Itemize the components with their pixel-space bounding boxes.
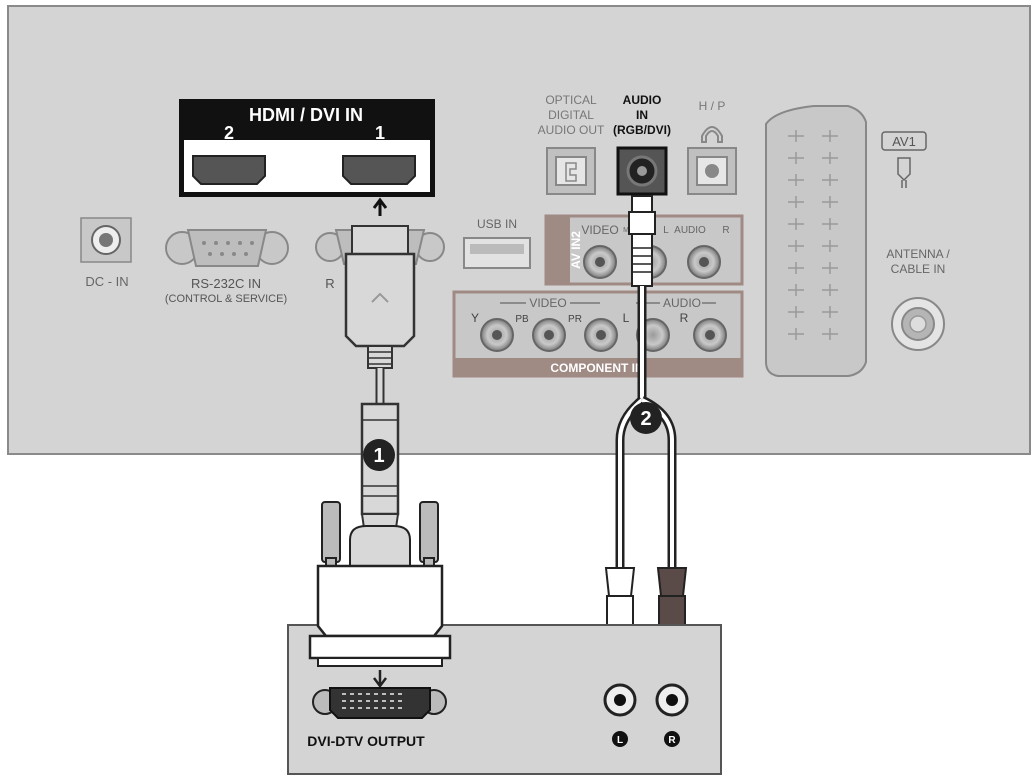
av1-label: AV1	[892, 134, 916, 149]
scart-pin	[822, 130, 838, 142]
audio-out-left-label: L	[617, 735, 623, 746]
audio-in-label-line2: IN	[636, 108, 648, 122]
comp-pb-label: PB	[515, 314, 529, 325]
optical-out-port[interactable]	[546, 147, 596, 195]
comp-pr-label: PR	[568, 314, 582, 325]
dvi-dtv-output-label: DVI-DTV OUTPUT	[307, 733, 425, 749]
dc-in-label: DC - IN	[85, 274, 128, 289]
hp-label: H / P	[699, 99, 726, 113]
hdmi-dvi-in-title: HDMI / DVI IN	[249, 105, 363, 125]
comp-y-label: Y	[471, 311, 479, 325]
scart-pin	[822, 196, 838, 208]
tv-rear-panel	[7, 5, 1031, 455]
dvi-output-port[interactable]	[312, 687, 447, 719]
scart-pin	[822, 240, 838, 252]
headphone-port[interactable]	[687, 147, 737, 195]
audio-out-left-badge: L	[612, 731, 628, 747]
scart-pin	[822, 218, 838, 230]
scart-pin	[788, 284, 804, 296]
comp-audio-label: AUDIO	[663, 296, 701, 310]
scart-pin	[822, 306, 838, 318]
comp-r-label: R	[680, 311, 689, 325]
av2-video-label: VIDEO	[581, 223, 618, 237]
callout-step-2: 2	[630, 402, 662, 434]
audio-in-label-line1: AUDIO	[623, 93, 662, 107]
audio-labels: OPTICAL DIGITAL AUDIO OUT AUDIO IN (RGB/…	[538, 93, 726, 137]
scart-pin	[822, 174, 838, 186]
antenna-label-line2: CABLE IN	[891, 262, 946, 276]
arrow-up-icon	[372, 197, 388, 216]
scart-pin	[788, 130, 804, 142]
scart-pin	[788, 240, 804, 252]
audio-in-label-line3: (RGB/DVI)	[613, 123, 671, 137]
av1-label-box: AV1	[881, 131, 927, 151]
dc-in-jack[interactable]	[80, 217, 132, 263]
rgb-in-label: R	[325, 276, 334, 291]
component-in-block: COMPONENT IN VIDEO AUDIO Y PB PR L R	[452, 290, 744, 378]
scart-plug-icon	[897, 157, 911, 188]
antenna-label-line1: ANTENNA /	[886, 247, 950, 261]
antenna-cable-in-jack[interactable]	[891, 297, 945, 351]
av2-r-label: R	[722, 225, 729, 236]
optical-label-line2: DIGITAL	[548, 108, 594, 122]
av2-audio-label: AUDIO	[674, 225, 706, 236]
dvi-connector	[308, 501, 452, 689]
av2-l-label: L	[663, 225, 669, 236]
scart-pin	[788, 174, 804, 186]
audio-out-right-badge: R	[664, 731, 680, 747]
audio-out-left-jack[interactable]	[603, 683, 637, 717]
scart-pin	[788, 152, 804, 164]
hdmi-port-2-label: 2	[224, 123, 234, 143]
callout-step-1: 1	[363, 439, 395, 471]
optical-label-line3: AUDIO OUT	[538, 123, 605, 137]
usb-in-label: USB IN	[477, 217, 517, 231]
scart-pin	[822, 284, 838, 296]
component-in-label: COMPONENT IN	[550, 361, 643, 375]
scart-pin	[788, 196, 804, 208]
optical-label-line1: OPTICAL	[545, 93, 597, 107]
rs232c-port[interactable]	[165, 229, 289, 267]
audio-out-right-jack[interactable]	[655, 683, 689, 717]
hdmi-port-1-label: 1	[375, 123, 385, 143]
scart-pin	[788, 218, 804, 230]
comp-l-label: L	[623, 311, 630, 325]
audio-in-port[interactable]	[616, 146, 668, 196]
scart-pin	[822, 328, 838, 340]
scart-av1-port[interactable]	[765, 105, 867, 377]
callout-step-2-label: 2	[640, 408, 651, 430]
headphone-icon	[701, 126, 723, 143]
rs232c-label: RS-232C IN	[191, 276, 261, 291]
hdmi-dvi-in-block: HDMI / DVI IN 2 1	[179, 99, 435, 216]
scart-pin	[788, 306, 804, 318]
hdmi-port-2[interactable]	[192, 155, 266, 185]
scart-pin	[822, 262, 838, 274]
av-in2-label: AV IN2	[569, 231, 583, 269]
callout-step-1-label: 1	[373, 445, 384, 467]
comp-video-label: VIDEO	[529, 296, 566, 310]
scart-pin	[822, 152, 838, 164]
rs232c-sublabel: (CONTROL & SERVICE)	[165, 293, 287, 305]
scart-pin	[788, 328, 804, 340]
scart-pin	[788, 262, 804, 274]
hdmi-port-1[interactable]	[342, 155, 416, 185]
audio-out-right-label: R	[668, 735, 676, 746]
